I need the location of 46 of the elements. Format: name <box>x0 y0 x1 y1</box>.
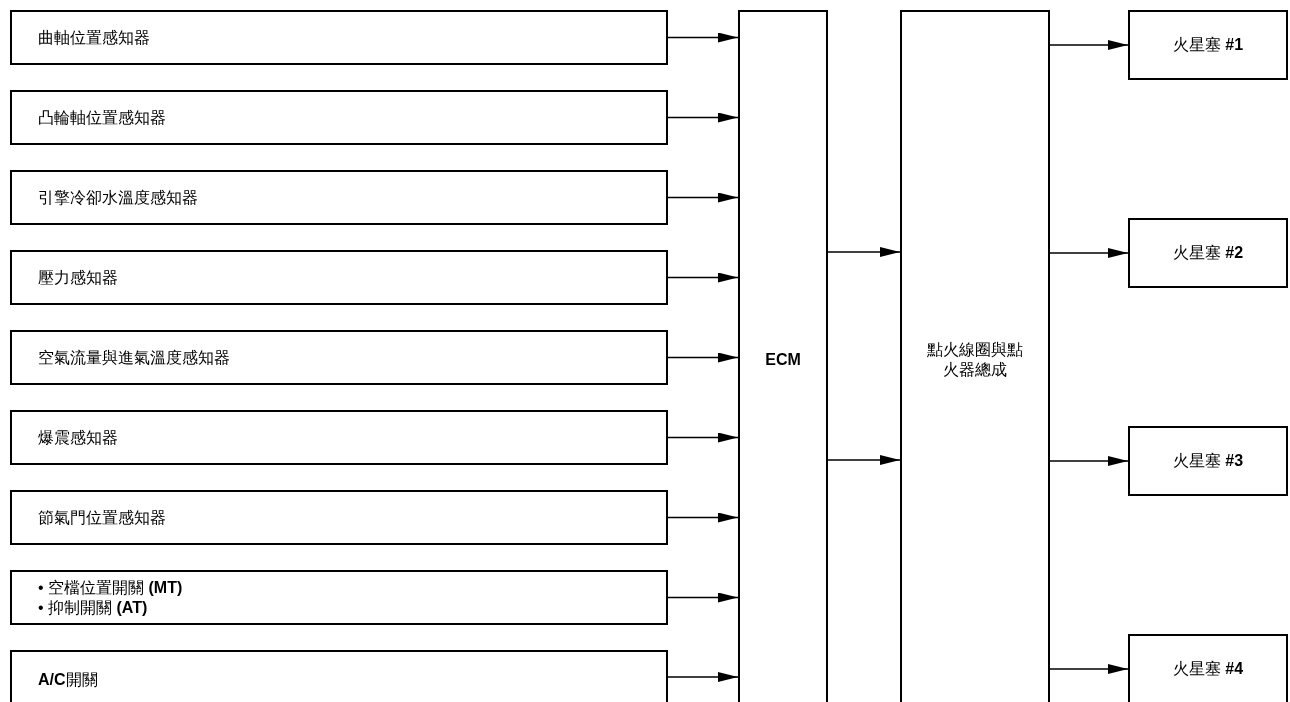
arrow <box>667 352 739 363</box>
ignition-box <box>900 10 1050 702</box>
box-label: 節氣門位置感知器 <box>38 507 166 528</box>
box-label: 點火線圈與點火器總成 <box>926 340 1024 380</box>
arrow <box>667 512 739 523</box>
box-label: • 空檔位置開關 (MT) <box>38 577 183 598</box>
box-label: A/C開關 <box>38 670 98 690</box>
box-label: 曲軸位置感知器 <box>38 27 150 48</box>
box-label: • 抑制開關 (AT) <box>38 597 148 618</box>
box-label: 火星塞 #2 <box>1172 243 1244 263</box>
box-label: 壓力感知器 <box>38 267 118 288</box>
arrow <box>667 432 739 443</box>
arrow <box>1049 456 1129 466</box>
sensor-box <box>10 330 668 385</box>
arrow <box>667 112 739 123</box>
sensor-box <box>10 490 668 545</box>
arrow <box>667 672 739 682</box>
box-label: 引擎冷卻水溫度感知器 <box>38 187 198 208</box>
sensor-box <box>10 10 668 65</box>
box-label: 火星塞 #3 <box>1172 451 1244 471</box>
sensor-box <box>10 650 668 702</box>
sensor-box <box>10 250 668 305</box>
arrow <box>827 247 901 257</box>
box-label: 火星塞 #4 <box>1172 659 1244 679</box>
box-label: 空氣流量與進氣溫度感知器 <box>38 347 230 368</box>
arrow <box>1049 248 1129 258</box>
spark-plug-box <box>1128 426 1288 496</box>
spark-plug-box <box>1128 634 1288 702</box>
arrow <box>1049 40 1129 50</box>
arrow <box>667 272 739 283</box>
sensor-box <box>10 570 668 625</box>
sensor-box <box>10 410 668 465</box>
arrow <box>667 32 739 43</box>
spark-plug-box <box>1128 218 1288 288</box>
box-label: ECM <box>765 350 801 370</box>
box-label: 爆震感知器 <box>38 427 118 448</box>
arrow <box>1049 664 1129 674</box>
box-label: 凸輪軸位置感知器 <box>38 107 166 128</box>
spark-plug-box <box>1128 10 1288 80</box>
box-label: 火星塞 #1 <box>1172 35 1244 55</box>
ecm-box <box>738 10 828 702</box>
arrow <box>667 592 739 603</box>
sensor-box <box>10 90 668 145</box>
sensor-box <box>10 170 668 225</box>
arrow <box>827 455 901 465</box>
arrow <box>667 192 739 203</box>
